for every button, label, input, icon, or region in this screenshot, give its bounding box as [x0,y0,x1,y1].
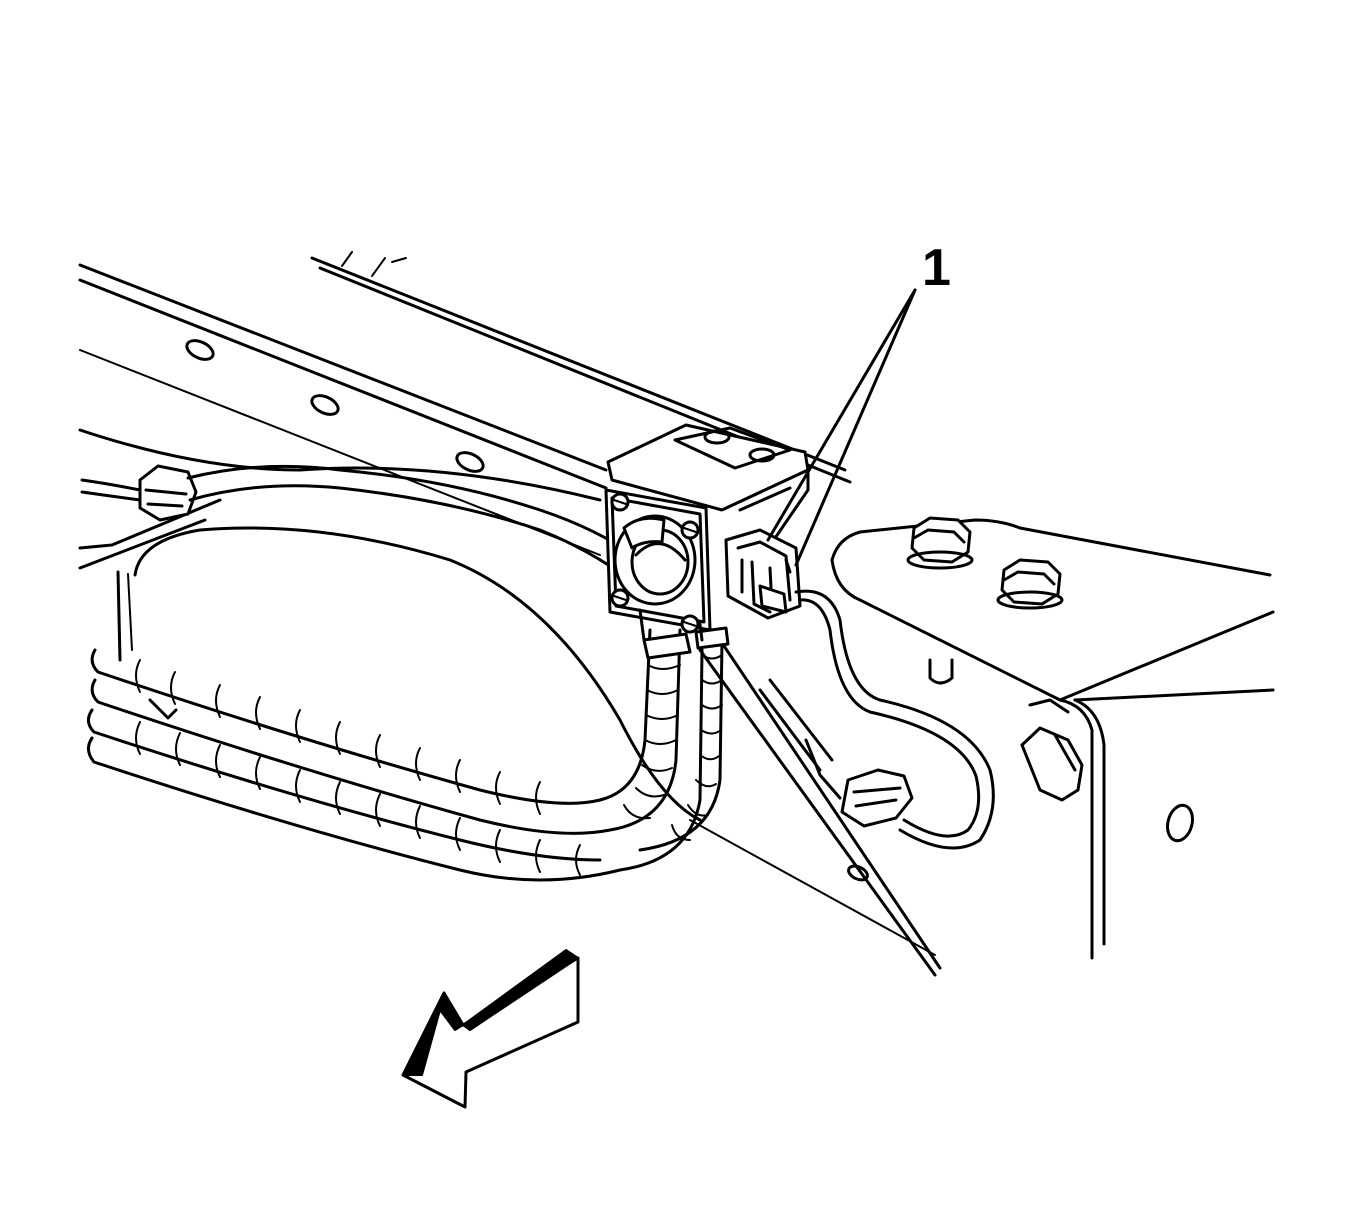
forward-direction-arrow [401,949,580,1109]
crossmember-block [830,516,1275,960]
callout-leader-line [794,288,917,567]
callout-leader-line [766,288,917,542]
harness-connector [724,528,995,850]
callout-label-1: 1 [922,239,951,297]
frame-rail [78,251,942,977]
callout-1: 1 [766,239,951,567]
underbody-tube [78,428,702,822]
trailer-socket-assembly [604,423,810,642]
right-harness-clip [758,678,914,828]
left-harness-clip [138,464,642,582]
corrugated-conduit-vertical [598,626,730,872]
corrugated-conduit-lower [87,648,622,882]
